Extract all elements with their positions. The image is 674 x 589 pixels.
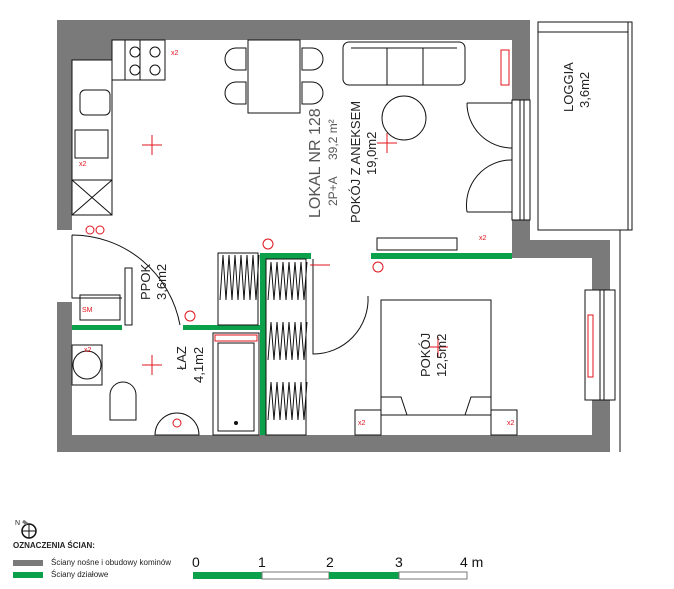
scale-tick: 3 [395,554,403,570]
sofa [342,41,466,141]
room-name-hall: PPOK [138,264,153,300]
svg-text:x2: x2 [84,347,92,354]
svg-text:x2: x2 [358,420,366,427]
apartment-area: 39,2 m² [326,119,340,160]
apartment-number: LOKAL NR 128 [307,108,324,218]
scale-tick: 4 m [460,554,484,570]
socket-icons: x2 x2 x2 x2 x2 x2 SM [79,50,515,428]
scale-tick: 1 [258,554,266,570]
room-name-bathroom: ŁAZ [174,346,189,370]
room-name-living: POKÓJ Z ANEKSEM [348,101,363,223]
svg-text:x2: x2 [171,50,179,57]
scale-bar [193,571,468,580]
apartment-type: 2P+A [326,176,340,206]
svg-text:x2: x2 [507,420,515,427]
balcony-door [465,102,513,213]
bed [354,299,518,436]
partition-walls [72,253,512,435]
bathroom-fixtures [71,294,260,436]
svg-text:x2: x2 [79,161,87,168]
room-area-loggia: 3,6m2 [577,72,592,108]
legend-label-load-bearing: Ściany nośne i obudowy kominów [51,558,172,567]
north-label: N [15,520,20,527]
scale-tick: 0 [192,554,200,570]
ceiling-light-icons [142,133,448,375]
north-arrow-icon: N [15,519,37,539]
dining-table [224,39,324,114]
load-bearing-walls [57,20,610,452]
room-area-bathroom: 4,1m2 [191,347,206,383]
legend-label-partition: Ściany działowe [51,570,109,579]
kitchen-counter [71,39,166,216]
room-area-bedroom: 12,5m2 [434,334,449,377]
legend-title: OZNACZENIA ŚCIAN: [13,541,95,550]
bedroom-door [312,259,369,355]
scale-tick: 2 [326,554,334,570]
room-area-living: 19,0m2 [364,132,379,175]
room-name-loggia: LOGGIA [561,62,576,112]
loggia [537,21,633,452]
coffee-table [381,95,427,141]
radiator [376,237,458,251]
legend-swatch-load-bearing [13,560,43,566]
room-area-hall: 3,6m2 [154,264,169,300]
legend-swatch-partition [13,572,43,578]
room-name-bedroom: POKÓJ [418,333,433,377]
wardrobe [217,252,308,436]
entrance-door [71,234,181,326]
svg-text:SM: SM [82,307,93,314]
apartment-label: LOKAL NR 128 2P+A 39,2 m² [307,108,340,218]
svg-text:x2: x2 [479,235,487,242]
